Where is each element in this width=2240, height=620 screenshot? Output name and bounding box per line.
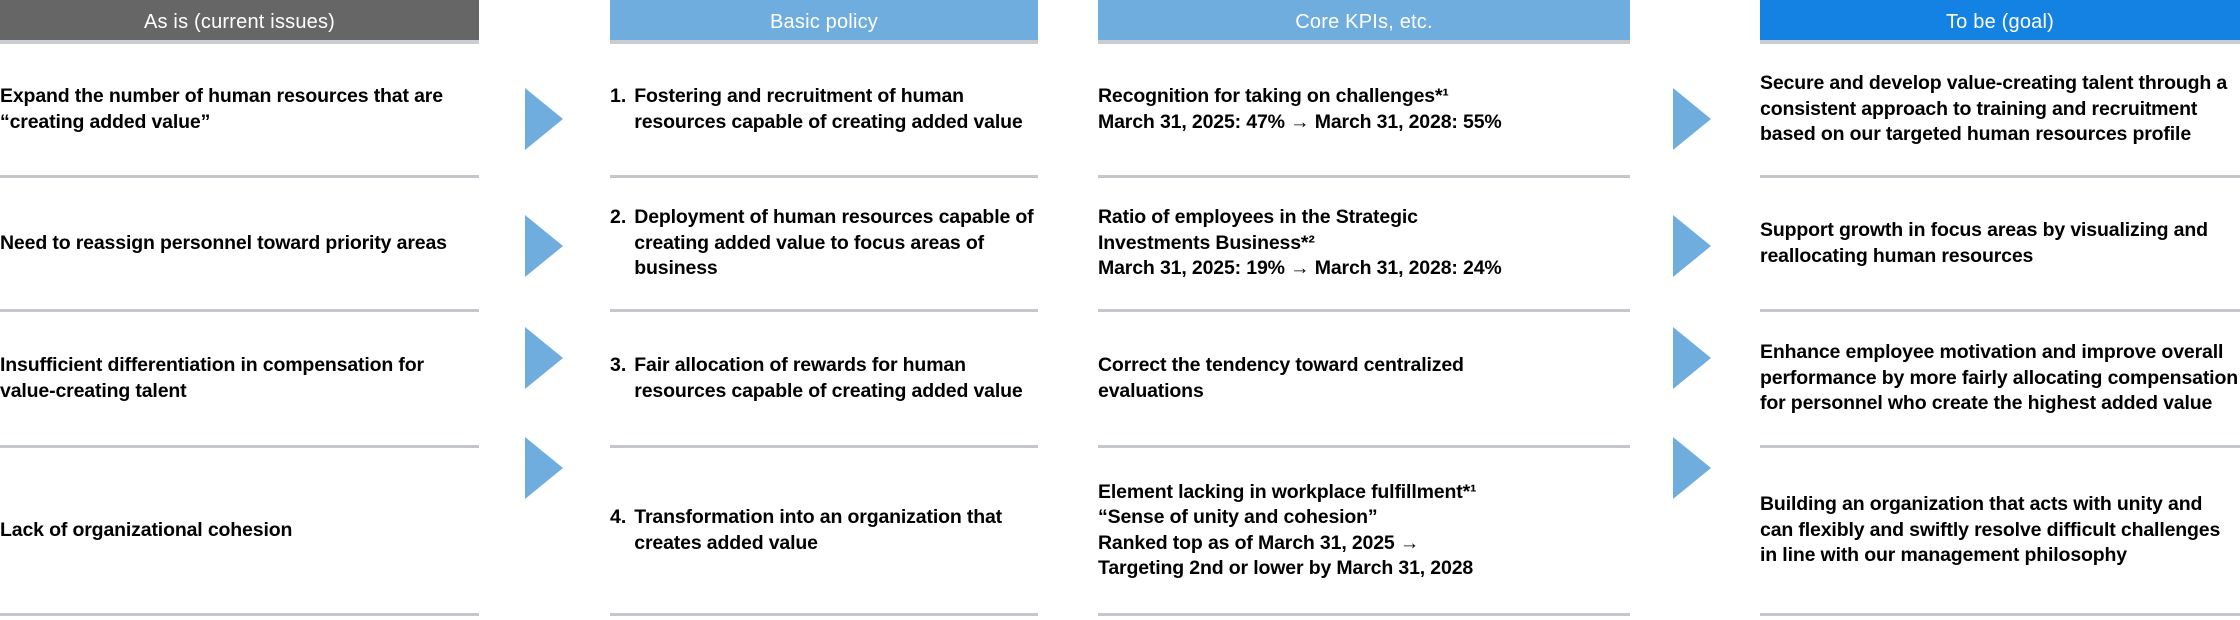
- policy-item-2: 2. Deployment of human resources capable…: [610, 205, 1038, 281]
- table-row: Ratio of employees in the Strategic Inve…: [1098, 178, 1630, 312]
- right-arrow-icon: [525, 327, 563, 389]
- table-row: Expand the number of human resources tha…: [0, 44, 479, 178]
- policy-item-3-text: Fair allocation of rewards for human res…: [634, 354, 1023, 402]
- policy-item-4-text: Transformation into an organization that…: [634, 506, 1003, 554]
- right-arrow-icon: [525, 437, 563, 499]
- rows-to-be: Secure and develop value-creating talent…: [1760, 44, 2240, 616]
- table-row: Recognition for taking on challenges*¹ M…: [1098, 44, 1630, 178]
- table-row: 2. Deployment of human resources capable…: [610, 178, 1038, 312]
- table-row: Correct the tendency toward centralized …: [1098, 312, 1630, 448]
- right-arrow-icon: [525, 88, 563, 150]
- table-row: Need to reassign personnel toward priori…: [0, 178, 479, 312]
- column-header-core-kpis: Core KPIs, etc.: [1098, 0, 1630, 44]
- policy-item-3-number: 3.: [610, 354, 627, 377]
- policy-item-4: 4. Transformation into an organization t…: [610, 505, 1038, 556]
- column-as-is: As is (current issues) Expand the number…: [0, 0, 479, 620]
- rows-core-kpis: Recognition for taking on challenges*¹ M…: [1098, 44, 1630, 616]
- kpi-item-4: Element lacking in workplace fulfillment…: [1098, 480, 1477, 579]
- table-row: Support growth in focus areas by visuali…: [1760, 178, 2240, 312]
- table-row: Building an organization that acts with …: [1760, 448, 2240, 616]
- table-row: 3. Fair allocation of rewards for human …: [610, 312, 1038, 448]
- column-header-to-be: To be (goal): [1760, 0, 2240, 44]
- right-arrow-icon: [525, 215, 563, 277]
- table-row: Enhance employee motivation and improve …: [1760, 312, 2240, 448]
- column-header-basic-policy: Basic policy: [610, 0, 1038, 44]
- table-row: Secure and develop value-creating talent…: [1760, 44, 2240, 178]
- right-arrow-icon: [1673, 88, 1711, 150]
- column-basic-policy: Basic policy 1. Fostering and recruitmen…: [610, 0, 1038, 620]
- right-arrow-icon: [1673, 327, 1711, 389]
- policy-item-1-text: Fostering and recruitment of human resou…: [634, 85, 1023, 133]
- to-be-item-3: Enhance employee motivation and improve …: [1760, 341, 2238, 415]
- right-arrow-icon: [1673, 215, 1711, 277]
- table-row: Lack of organizational cohesion: [0, 448, 479, 616]
- table-row: Insufficient differentiation in compensa…: [0, 312, 479, 448]
- kpi-item-1: Recognition for taking on challenges*¹ M…: [1098, 85, 1502, 133]
- to-be-item-1: Secure and develop value-creating talent…: [1760, 72, 2228, 146]
- policy-item-1-number: 1.: [610, 85, 627, 108]
- policy-item-3: 3. Fair allocation of rewards for human …: [610, 353, 1038, 404]
- to-be-item-2: Support growth in focus areas by visuali…: [1760, 219, 2208, 267]
- rows-basic-policy: 1. Fostering and recruitment of human re…: [610, 44, 1038, 616]
- table-row: Element lacking in workplace fulfillment…: [1098, 448, 1630, 616]
- policy-item-2-number: 2.: [610, 206, 627, 229]
- rows-as-is: Expand the number of human resources tha…: [0, 44, 479, 616]
- right-arrow-icon: [1673, 437, 1711, 499]
- policy-item-4-number: 4.: [610, 506, 627, 529]
- as-is-item-4: Lack of organizational cohesion: [0, 518, 293, 541]
- column-to-be: To be (goal) Secure and develop value-cr…: [1760, 0, 2240, 620]
- table-row: 1. Fostering and recruitment of human re…: [610, 44, 1038, 178]
- policy-item-1: 1. Fostering and recruitment of human re…: [610, 84, 1038, 135]
- as-is-item-1: Expand the number of human resources tha…: [0, 85, 443, 133]
- table-row: 4. Transformation into an organization t…: [610, 448, 1038, 616]
- to-be-item-4: Building an organization that acts with …: [1760, 493, 2221, 567]
- as-is-item-3: Insufficient differentiation in compensa…: [0, 354, 424, 402]
- column-core-kpis: Core KPIs, etc. Recognition for taking o…: [1098, 0, 1630, 620]
- column-header-as-is: As is (current issues): [0, 0, 479, 44]
- policy-item-2-text: Deployment of human resources capable of…: [634, 206, 1034, 280]
- kpi-item-2: Ratio of employees in the Strategic Inve…: [1098, 206, 1502, 280]
- kpi-item-3: Correct the tendency toward centralized …: [1098, 354, 1464, 402]
- as-is-item-2: Need to reassign personnel toward priori…: [0, 231, 447, 254]
